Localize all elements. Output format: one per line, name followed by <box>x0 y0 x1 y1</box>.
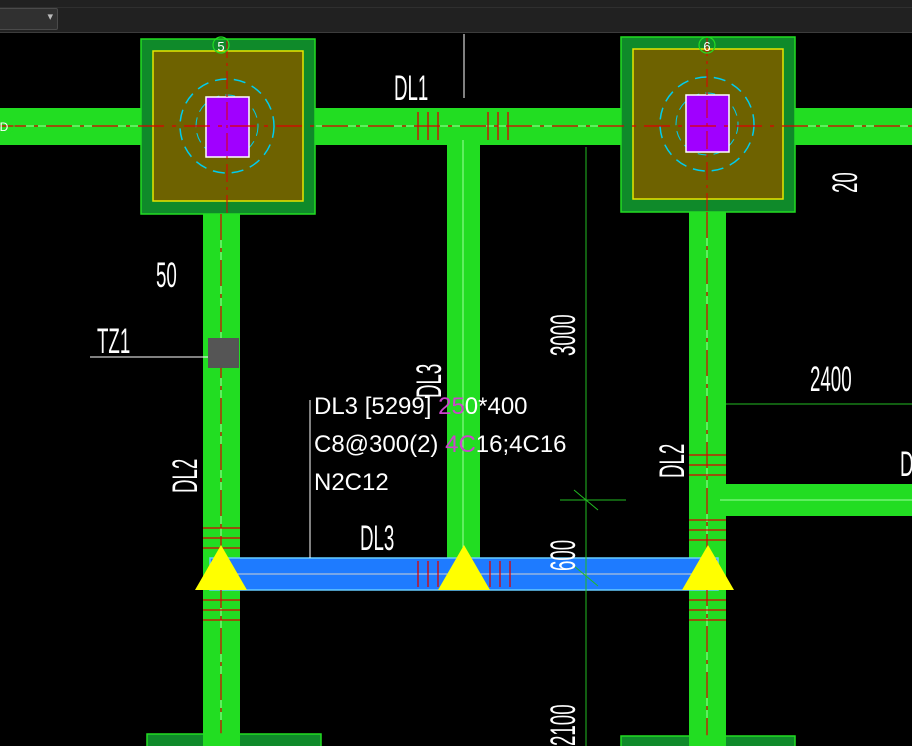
label-tz1: TZ1 <box>97 322 130 361</box>
dimension-lines <box>309 34 912 746</box>
support-marker-right[interactable] <box>682 545 734 590</box>
label-dim-2100: 2100 <box>544 704 583 746</box>
label-dl3-horizontal: DL3 <box>360 519 394 558</box>
drawing-canvas[interactable]: 5 6 D DL1 50 TZ1 2400 DL3 20 3000 DL3 DL… <box>0 34 912 746</box>
beam-info-line1: DL3 [5299] 250*400 <box>314 393 528 420</box>
beam-info-line3: N2C12 <box>314 469 389 496</box>
label-dim-2400: 2400 <box>810 360 852 399</box>
pile-cap-bottom-left[interactable] <box>146 733 322 746</box>
support-marker-left[interactable] <box>195 545 247 590</box>
top-toolbar: ▾ <box>0 0 912 33</box>
rebar-ticks <box>203 112 726 621</box>
toolbar-divider <box>0 7 912 8</box>
label-partial-d: D <box>900 445 912 484</box>
axis-label-6: 6 <box>703 39 710 54</box>
chevron-down-icon: ▾ <box>47 11 53 23</box>
label-dim-20: 20 <box>826 172 865 193</box>
view-dropdown[interactable]: ▾ <box>0 8 58 30</box>
axis-bubble-6[interactable]: 6 <box>698 36 716 54</box>
beam-info-line2: C8@300(2) 4C16;4C16 <box>314 431 567 458</box>
pier-tz1[interactable] <box>208 338 239 368</box>
beam-info-annotation[interactable]: DL3 [5299] 250*400 C8@300(2) 4C16;4C16 N… <box>314 393 567 496</box>
pile-cap-bottom-right[interactable] <box>620 735 796 746</box>
label-dim-600: 600 <box>544 540 583 571</box>
support-marker-middle[interactable] <box>438 545 490 590</box>
label-dl1: DL1 <box>394 69 428 108</box>
support-markers <box>195 545 734 590</box>
label-dim-3000: 3000 <box>544 314 583 356</box>
axis-lines <box>0 125 912 746</box>
axis-label-d: D <box>0 120 9 134</box>
label-dl2-left: DL2 <box>166 459 205 493</box>
axis-label-5: 5 <box>217 39 224 54</box>
pile-cap-axis-6[interactable] <box>620 36 796 213</box>
axis-bubble-d[interactable]: D <box>0 116 15 136</box>
label-dl3-vertical: DL3 <box>410 364 449 398</box>
axis-bubble-5[interactable]: 5 <box>212 36 230 54</box>
label-dim-50: 50 <box>156 256 177 295</box>
label-dl2-right: DL2 <box>653 444 692 478</box>
